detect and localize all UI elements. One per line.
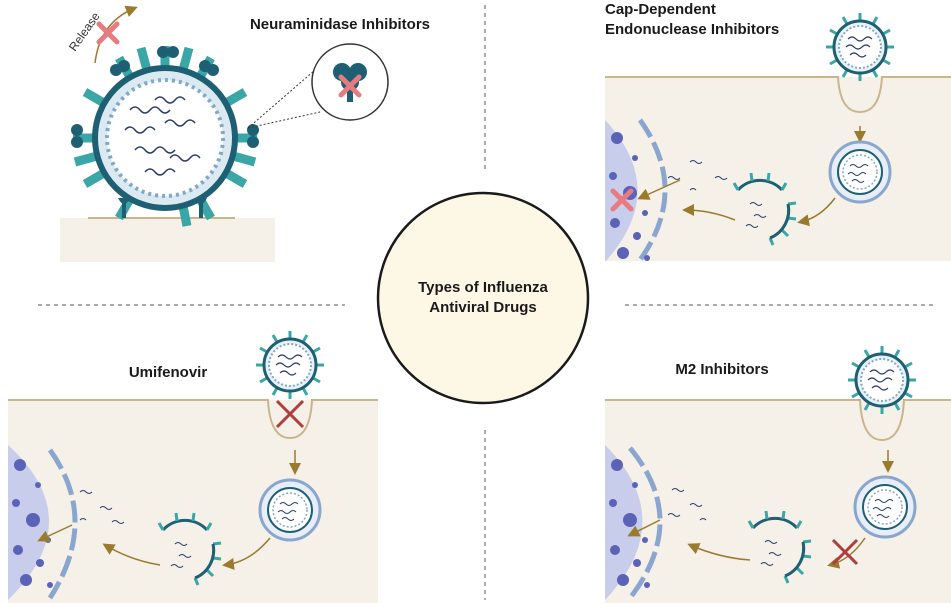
endosome-icon [258, 478, 322, 542]
panel-neuraminidase: Release Neuraminidase Inhibitors [60, 5, 430, 262]
panel-m2: M2 Inhibitors [605, 344, 951, 603]
virus-icon [824, 11, 896, 83]
block-x-icon [99, 24, 117, 42]
rna-fragment-icon [667, 488, 707, 521]
panel-title-m2: M2 Inhibitors [675, 361, 768, 378]
endosome-icon [853, 475, 917, 539]
panel-title-cap-line1: Cap-Dependent [605, 1, 716, 18]
block-x-icon [275, 399, 305, 429]
panel-title-neuraminidase: Neuraminidase Inhibitors [250, 16, 430, 33]
release-label: Release [66, 9, 103, 53]
center-title: Types of Influenza Antiviral Drugs [376, 191, 590, 405]
endosome-icon [828, 140, 892, 204]
panel-title-umifenovir: Umifenovir [129, 364, 208, 381]
dividers [38, 5, 935, 600]
block-x-icon [831, 538, 859, 566]
host-cell-surface [60, 218, 275, 262]
center-title-line1: Types of Influenza [418, 279, 548, 296]
rna-fragment-icon [79, 490, 125, 524]
rna-fragment-icon [667, 160, 728, 191]
panel-title-cap-line2: Endonuclease Inhibitors [605, 21, 779, 38]
virus-icon [71, 46, 259, 227]
panel-umifenovir: Umifenovir [8, 329, 378, 603]
center-title-line2: Antiviral Drugs [429, 299, 537, 316]
neuraminidase-icon [333, 63, 367, 102]
panel-cap-dependent: Cap-Dependent Endonuclease Inhibitors [605, 1, 951, 262]
virus-icon [254, 329, 326, 401]
